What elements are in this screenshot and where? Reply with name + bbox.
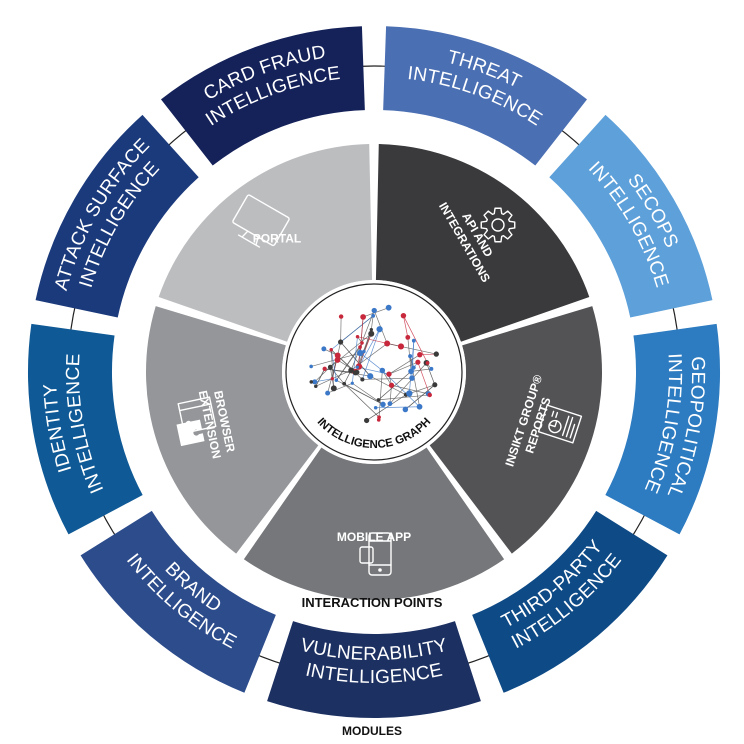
network-graphic [309,304,439,424]
module-segment-brand[interactable] [80,510,276,693]
interaction-portal[interactable]: PORTAL [158,144,373,342]
interaction-label-portal: PORTAL [253,232,301,246]
modules-label: MODULES [342,724,402,738]
module-segment-card-fraud[interactable] [160,26,365,166]
monitor-icon [232,194,290,248]
gear-icon [480,207,516,243]
modules-ring: THREATINTELLIGENCESECOPSINTELLIGENCEGEOP… [27,26,720,718]
interaction-points-label: INTERACTION POINTS [302,595,443,610]
interaction-segment-mobile[interactable] [243,447,505,600]
puzzle-icon [176,396,217,447]
interaction-mobile[interactable]: MOBILE APP [243,447,505,600]
interaction-insikt[interactable]: INSIKT GROUP®REPORTS [429,306,603,554]
module-segment-identity[interactable] [27,323,143,535]
intelligence-graph: INTELLIGENCE GRAPH [282,280,466,464]
interaction-segment-api[interactable] [375,144,590,342]
interaction-segment-portal[interactable] [158,144,373,342]
module-segment-threat[interactable] [383,26,588,166]
module-segment-vulnerability[interactable] [267,621,481,718]
graph-circle [282,280,466,464]
module-segment-third-party[interactable] [472,510,668,693]
labels: INTERACTION POINTS MODULES [302,595,443,738]
module-segment-geopolitical[interactable] [605,323,720,535]
module-segment-attack-surface[interactable] [35,114,199,318]
interaction-segment-insikt[interactable] [429,306,603,554]
module-segment-secops[interactable] [549,114,713,318]
interaction-label-mobile: MOBILE APP [337,530,411,544]
interaction-segment-browser[interactable] [146,306,319,554]
report-icon [537,404,583,444]
phone-icon [359,532,392,576]
